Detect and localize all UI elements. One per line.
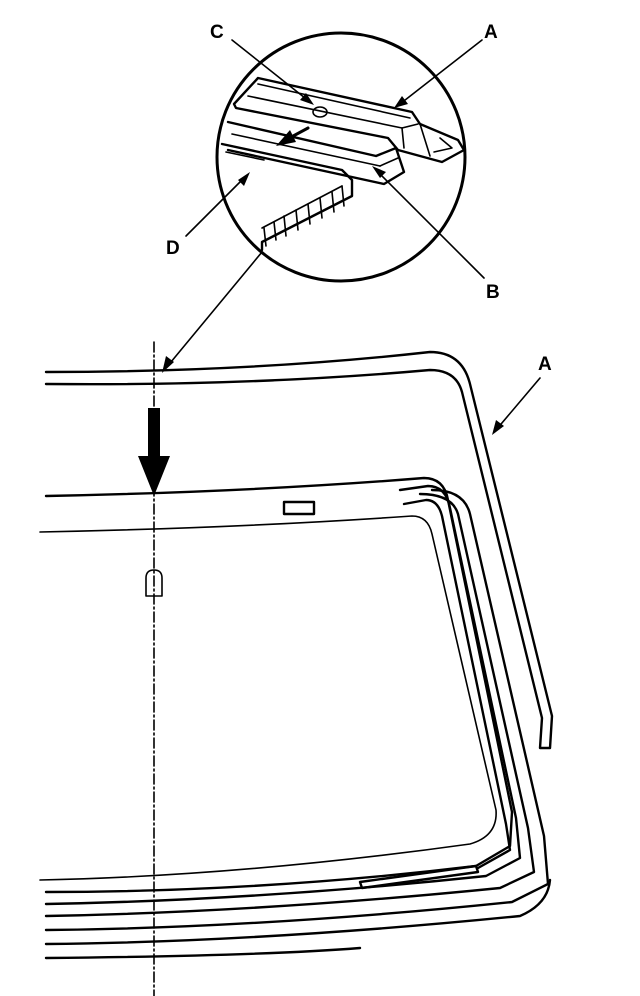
leader-c — [231, 39, 314, 105]
installation-arrow — [138, 408, 170, 496]
molding-a-profile — [232, 76, 466, 164]
side-molding-3 — [44, 492, 536, 918]
outer-molding-a — [44, 350, 554, 750]
side-molding-1 — [44, 484, 522, 906]
molding-rail — [226, 120, 406, 186]
body-panel-d — [220, 142, 354, 252]
detail-pointer — [162, 251, 263, 373]
leader-b — [372, 166, 485, 279]
callout-label-c: C — [210, 22, 224, 43]
callout-label-b: B — [486, 282, 500, 303]
leader-a-detail — [394, 39, 483, 108]
detail-view — [215, 31, 467, 283]
clip-hole-c — [312, 106, 328, 118]
callout-label-a-detail: A — [484, 22, 498, 43]
callout-label-d: D — [166, 238, 180, 259]
leader-d — [185, 172, 250, 237]
callout-label-a-main: A — [538, 354, 552, 375]
glass-inner-line — [39, 515, 497, 881]
windshield-assembly — [39, 341, 554, 996]
detail-circle — [215, 31, 467, 283]
side-molding-2 — [402, 498, 512, 870]
roof-clip-tab — [282, 500, 316, 516]
insertion-arrow-detail — [276, 126, 310, 146]
glass-top-edge — [44, 476, 514, 894]
mirror-mount — [145, 569, 163, 597]
panel-hatching — [263, 185, 345, 247]
leader-a-main — [492, 377, 541, 435]
side-molding-4 — [44, 488, 550, 932]
bottom-molding — [44, 878, 552, 946]
